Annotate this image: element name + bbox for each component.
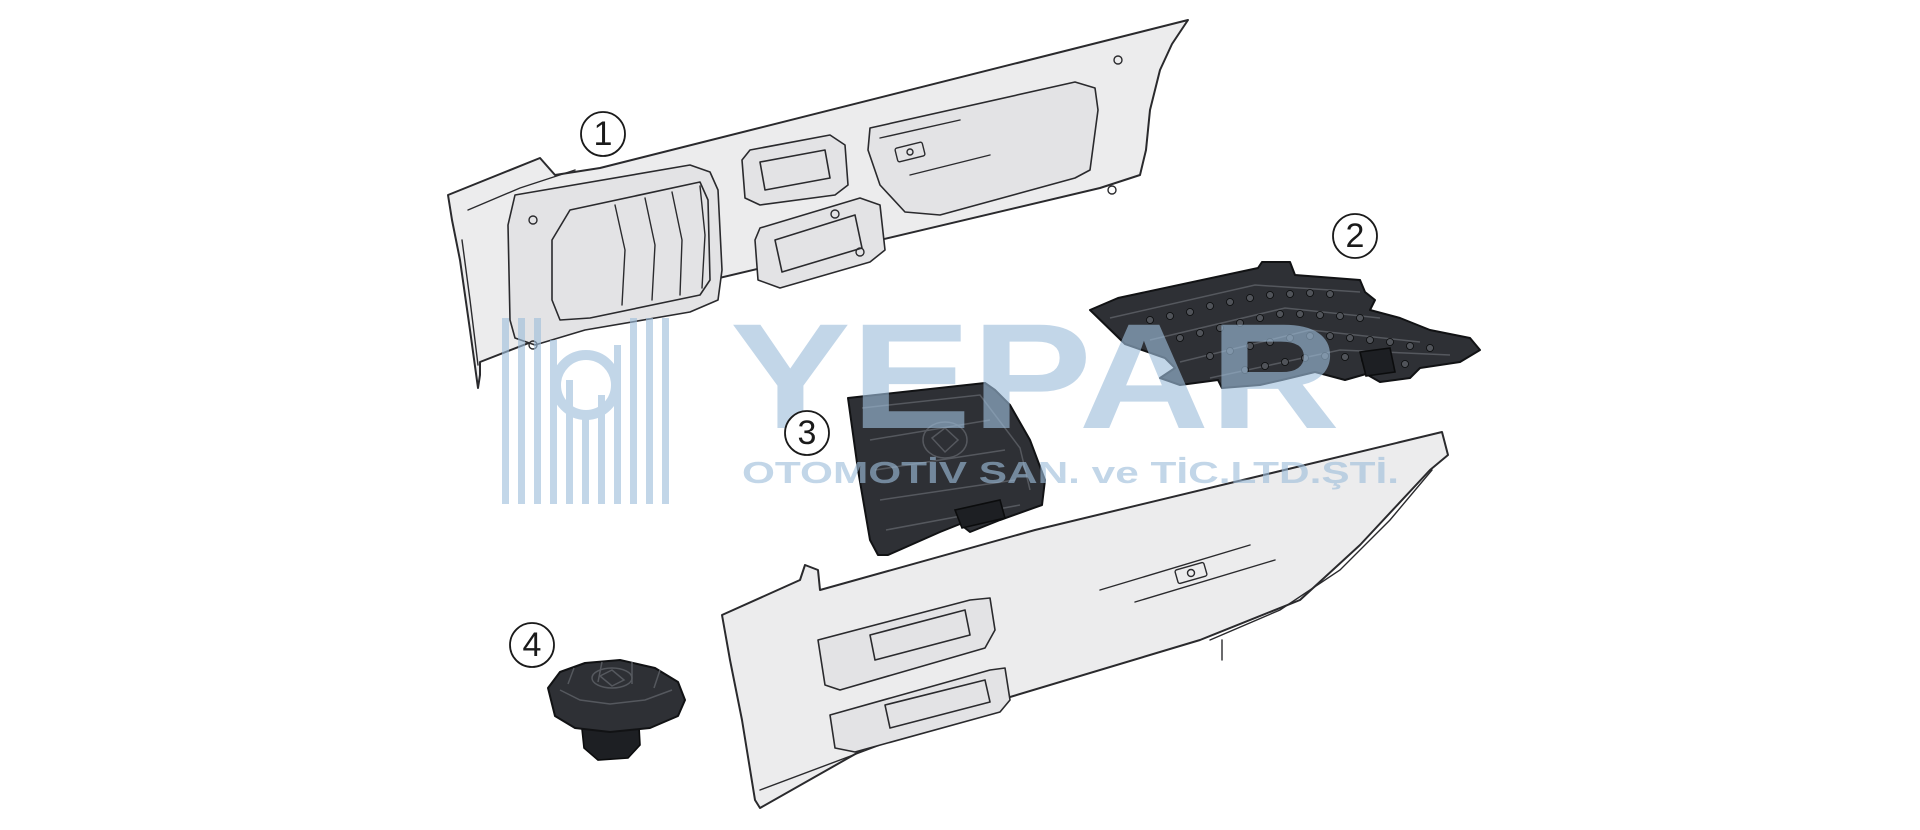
callout-4-label: 4 — [523, 626, 542, 664]
callout-1-label: 1 — [594, 115, 613, 153]
watermark: YEPAR OTOMOTİV SAN. ve TİC.LTD.ŞTİ. — [502, 292, 1399, 504]
callout-3: 3 — [784, 410, 830, 456]
callout-1: 1 — [580, 111, 626, 157]
part-1-upper-panel — [447, 19, 1189, 389]
part-2-rubber-mat — [1089, 261, 1481, 389]
callout-3-label: 3 — [798, 414, 817, 452]
watermark-company: OTOMOTİV SAN. ve TİC.LTD.ŞTİ. — [742, 455, 1399, 490]
callout-2: 2 — [1332, 213, 1378, 259]
watermark-brand: YEPAR — [730, 292, 1340, 460]
part-3-storage-tray — [847, 382, 1046, 556]
callout-2-label: 2 — [1346, 217, 1365, 255]
callout-4: 4 — [509, 622, 555, 668]
part-4-cap — [547, 659, 686, 761]
lower-dashboard-panel — [721, 431, 1449, 809]
watermark-logo-icon — [502, 318, 669, 504]
